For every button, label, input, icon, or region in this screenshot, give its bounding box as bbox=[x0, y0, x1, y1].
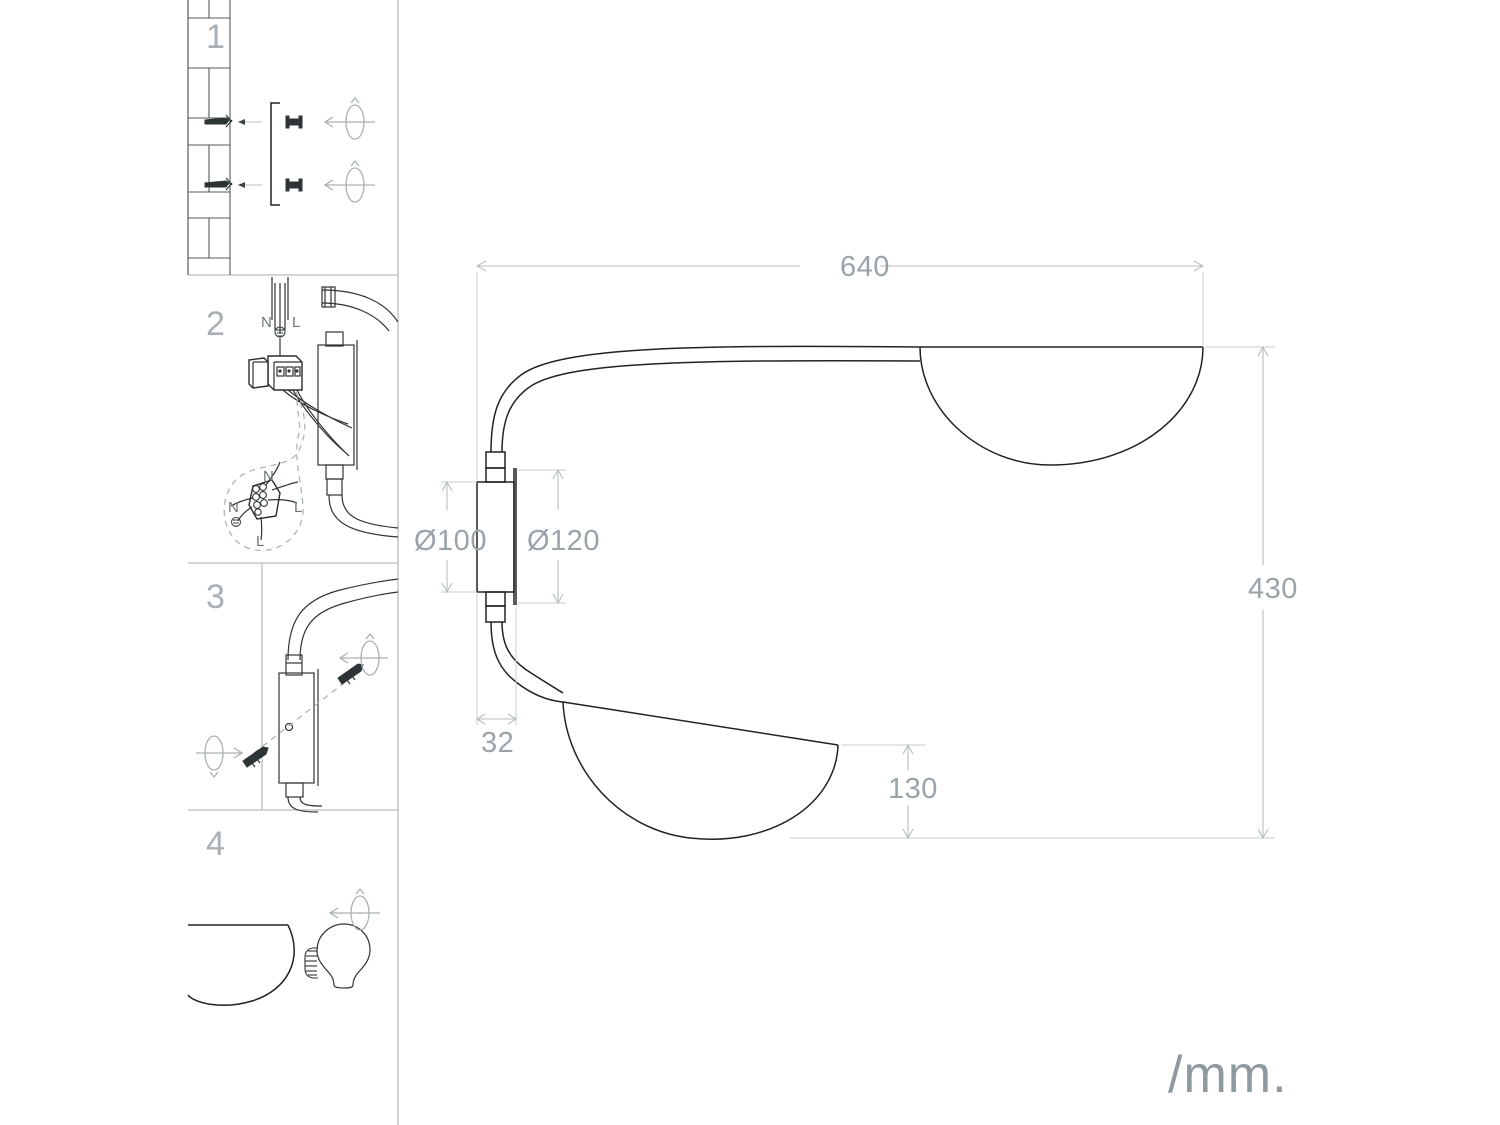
rotate-icon bbox=[196, 735, 244, 779]
dimension-640 bbox=[475, 260, 1205, 480]
screw-lower bbox=[242, 746, 269, 768]
dimension-label-d100: Ø100 bbox=[414, 525, 487, 557]
dimension-annotations bbox=[441, 260, 1275, 840]
step-number-4: 4 bbox=[206, 825, 225, 863]
step-4-illustration bbox=[187, 887, 380, 1006]
detail-label-live-right: L bbox=[294, 499, 302, 516]
screw-upper bbox=[337, 663, 364, 685]
upper-shade bbox=[919, 346, 1204, 466]
anchor-part-lower bbox=[285, 178, 303, 192]
dimension-label-430: 430 bbox=[1248, 573, 1298, 605]
dimension-130 bbox=[790, 743, 925, 840]
units-note: /mm. bbox=[1168, 1046, 1288, 1104]
wire-label-live: L bbox=[292, 314, 300, 331]
dimension-d120 bbox=[518, 468, 566, 605]
step-number-3: 3 bbox=[206, 578, 225, 616]
rotate-icon bbox=[328, 887, 380, 931]
dimension-32 bbox=[475, 594, 518, 725]
step-3-illustration bbox=[196, 578, 399, 813]
terminal-cover bbox=[248, 357, 269, 389]
dimension-label-32: 32 bbox=[481, 727, 514, 759]
fixture-body bbox=[476, 451, 515, 623]
dimension-label-d120: Ø120 bbox=[527, 525, 600, 557]
lower-shade bbox=[562, 701, 839, 840]
wire-label-neutral: N bbox=[261, 314, 272, 331]
step2-fixture bbox=[317, 286, 399, 538]
detail-label-neutral-upper: N bbox=[263, 468, 274, 485]
step-1-illustration bbox=[187, 0, 375, 275]
upper-arm bbox=[490, 345, 921, 453]
dimension-label-130: 130 bbox=[888, 773, 938, 805]
detail-label-live-lower: L bbox=[256, 533, 264, 550]
detail-label-neutral-left: N bbox=[228, 499, 239, 516]
anchor-part-upper bbox=[285, 115, 303, 129]
step-number-1: 1 bbox=[206, 18, 225, 56]
wall-anchor-lower bbox=[204, 177, 262, 191]
step-number-2: 2 bbox=[206, 305, 225, 343]
dimension-label-640: 640 bbox=[840, 251, 890, 283]
step-2-illustration bbox=[223, 277, 399, 551]
rotate-icon bbox=[323, 159, 375, 203]
rotate-icon bbox=[323, 96, 375, 140]
dimension-d100 bbox=[441, 480, 477, 594]
main-product-drawing bbox=[476, 345, 1204, 840]
wire-connector-detail bbox=[230, 461, 299, 541]
rotate-icon bbox=[338, 632, 388, 676]
wall-anchor-upper bbox=[204, 114, 262, 128]
ground-symbol bbox=[274, 326, 286, 338]
